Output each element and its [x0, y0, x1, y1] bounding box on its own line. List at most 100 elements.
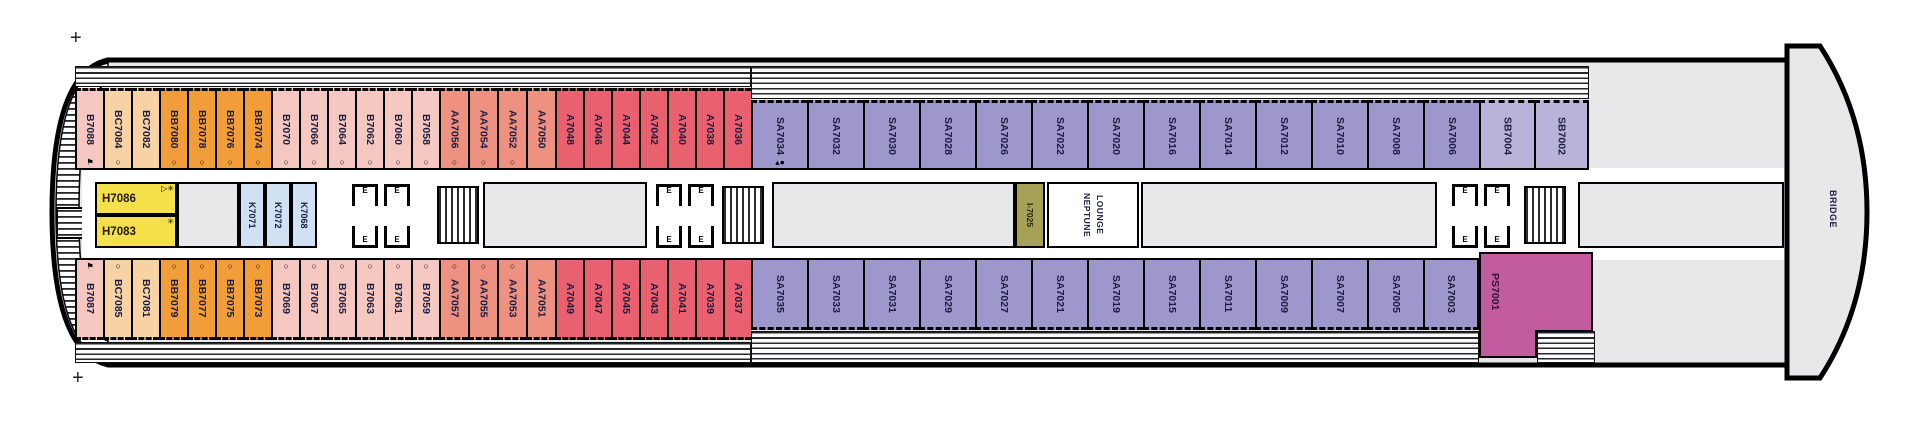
cabin-B7058[interactable]: B7058○ — [411, 88, 439, 170]
cabin-SA7006[interactable]: SA7006 — [1423, 100, 1479, 170]
cabin-A7047[interactable]: A7047 — [583, 258, 611, 340]
cabin-BC7085[interactable]: BC7085○ — [103, 258, 131, 340]
cabin-SA7026[interactable]: SA7026 — [975, 100, 1031, 170]
elevator[interactable]: E — [352, 184, 378, 206]
elevator[interactable]: E — [352, 226, 378, 248]
cabin-H7086[interactable]: H7086▷✳ — [95, 182, 177, 215]
cabin-I-7025[interactable]: I-7025 — [1015, 182, 1045, 248]
cabin-SA7003[interactable]: SA7003 — [1423, 258, 1479, 330]
cabin-SA7035[interactable]: SA7035 — [751, 258, 807, 330]
cabin-SA7033[interactable]: SA7033 — [807, 258, 863, 330]
cabin-SA7020[interactable]: SA7020 — [1087, 100, 1143, 170]
cabin-AA7056[interactable]: AA7056○ — [439, 88, 468, 170]
cabin-B7066[interactable]: B7066○ — [299, 88, 327, 170]
cabin-BB7077[interactable]: BB7077○ — [187, 258, 215, 340]
cabin-A7048[interactable]: A7048 — [555, 88, 583, 170]
cabin-BB7079[interactable]: BB7079○ — [159, 258, 187, 340]
cabin-SA7005[interactable]: SA7005 — [1367, 258, 1423, 330]
cabin-SA7009[interactable]: SA7009 — [1255, 258, 1311, 330]
cabin-A7044[interactable]: A7044 — [611, 88, 639, 170]
elevator[interactable]: E — [384, 184, 410, 206]
elevator[interactable]: E — [656, 226, 682, 248]
cabin-A7037[interactable]: A7037 — [723, 258, 751, 340]
cabin-BC7084[interactable]: BC7084○ — [103, 88, 131, 170]
cabin-A7049[interactable]: A7049 — [555, 258, 583, 340]
cabin-A7042[interactable]: A7042 — [639, 88, 667, 170]
cabin-PS7001[interactable]: PS7001 — [1479, 252, 1593, 332]
cabin-SA7014[interactable]: SA7014 — [1199, 100, 1255, 170]
cabin-AA7057[interactable]: AA7057○ — [439, 258, 468, 340]
cabin-SA7029[interactable]: SA7029 — [919, 258, 975, 330]
cabin-B7065[interactable]: B7065○ — [327, 258, 355, 340]
cabin-AA7054[interactable]: AA7054○ — [468, 88, 497, 170]
cabin-BB7080[interactable]: BB7080○ — [159, 88, 187, 170]
elevator[interactable]: E — [656, 184, 682, 206]
cabin-SA7015[interactable]: SA7015 — [1143, 258, 1199, 330]
cabin-A7038[interactable]: A7038 — [695, 88, 723, 170]
elevator[interactable]: E — [1484, 226, 1510, 248]
cabin-B7060[interactable]: B7060○ — [383, 88, 411, 170]
cabin-AA7053[interactable]: AA7053○ — [497, 258, 526, 340]
cabin-SA7010[interactable]: SA7010 — [1311, 100, 1367, 170]
cabin-SA7011[interactable]: SA7011 — [1199, 258, 1255, 330]
cabin-B7059[interactable]: B7059○ — [411, 258, 439, 340]
cabin-SA7027[interactable]: SA7027 — [975, 258, 1031, 330]
cabin-A7040[interactable]: A7040 — [667, 88, 695, 170]
cabin-AA7050[interactable]: AA7050 — [526, 88, 555, 170]
neptune-lounge[interactable]: NEPTUNE LOUNGE — [1047, 182, 1139, 248]
cabin-B7087[interactable]: B7087⚑ — [75, 258, 103, 340]
elevator[interactable]: E — [688, 184, 714, 206]
cabin-A7046[interactable]: A7046 — [583, 88, 611, 170]
cabin-SA7008[interactable]: SA7008 — [1367, 100, 1423, 170]
cabin-B7069[interactable]: B7069○ — [271, 258, 299, 340]
cabin-SA7021[interactable]: SA7021 — [1031, 258, 1087, 330]
cabin-AA7052[interactable]: AA7052○ — [497, 88, 526, 170]
cabin-A7043[interactable]: A7043 — [639, 258, 667, 340]
cabin-B7067[interactable]: B7067○ — [299, 258, 327, 340]
cabin-BB7078[interactable]: BB7078○ — [187, 88, 215, 170]
cabin-B7064[interactable]: B7064○ — [327, 88, 355, 170]
cabin-B7063[interactable]: B7063○ — [355, 258, 383, 340]
cabin-SA7032[interactable]: SA7032 — [807, 100, 863, 170]
cabin-number: SA7014 — [1222, 116, 1234, 155]
cabin-B7088[interactable]: B7088⚑ — [75, 88, 103, 170]
cabin-BB7074[interactable]: BB7074○ — [243, 88, 271, 170]
cabin-A7036[interactable]: A7036 — [723, 88, 751, 170]
cabin-B7061[interactable]: B7061○ — [383, 258, 411, 340]
cabin-K7071[interactable]: K7071 — [239, 182, 265, 248]
cabin-SA7034[interactable]: SA7034▴● — [751, 100, 807, 170]
stairs-forward[interactable] — [1524, 186, 1566, 244]
cabin-SA7028[interactable]: SA7028 — [919, 100, 975, 170]
elevator[interactable]: E — [384, 226, 410, 248]
cabin-SA7016[interactable]: SA7016 — [1143, 100, 1199, 170]
cabin-K7068[interactable]: K7068 — [291, 182, 317, 248]
cabin-BC7081[interactable]: BC7081 — [131, 258, 159, 340]
cabin-A7041[interactable]: A7041 — [667, 258, 695, 340]
cabin-SA7030[interactable]: SA7030 — [863, 100, 919, 170]
cabin-A7045[interactable]: A7045 — [611, 258, 639, 340]
stairs-midship[interactable] — [722, 186, 764, 244]
elevator[interactable]: E — [1452, 184, 1478, 206]
cabin-K7072[interactable]: K7072 — [265, 182, 291, 248]
cabin-SA7022[interactable]: SA7022 — [1031, 100, 1087, 170]
cabin-AA7051[interactable]: AA7051 — [526, 258, 555, 340]
cabin-SA7019[interactable]: SA7019 — [1087, 258, 1143, 330]
stairs-aft[interactable] — [437, 186, 479, 244]
cabin-BB7075[interactable]: BB7075○ — [215, 258, 243, 340]
cabin-BC7082[interactable]: BC7082 — [131, 88, 159, 170]
cabin-SA7031[interactable]: SA7031 — [863, 258, 919, 330]
cabin-H7083[interactable]: H7083✳ — [95, 215, 177, 248]
cabin-B7070[interactable]: B7070○ — [271, 88, 299, 170]
cabin-B7062[interactable]: B7062○ — [355, 88, 383, 170]
cabin-BB7073[interactable]: BB7073○ — [243, 258, 271, 340]
elevator[interactable]: E — [1452, 226, 1478, 248]
cabin-BB7076[interactable]: BB7076○ — [215, 88, 243, 170]
cabin-A7039[interactable]: A7039 — [695, 258, 723, 340]
cabin-SA7012[interactable]: SA7012 — [1255, 100, 1311, 170]
cabin-SB7002[interactable]: SB7002 — [1534, 100, 1589, 170]
elevator[interactable]: E — [1484, 184, 1510, 206]
elevator[interactable]: E — [688, 226, 714, 248]
cabin-SA7007[interactable]: SA7007 — [1311, 258, 1367, 330]
cabin-AA7055[interactable]: AA7055○ — [468, 258, 497, 340]
cabin-SB7004[interactable]: SB7004 — [1479, 100, 1534, 170]
